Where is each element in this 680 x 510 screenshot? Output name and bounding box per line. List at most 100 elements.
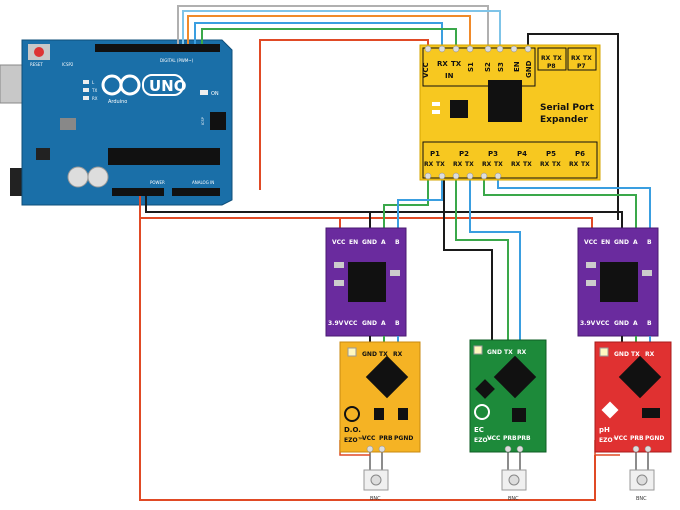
iso2-bottom-39v: 3.9V <box>580 320 596 327</box>
isolator-2: VCC EN GND A B 3.9V VCC GND A B <box>577 227 659 337</box>
port-p6-name: P6 <box>575 150 585 158</box>
port-p5-tx: TX <box>552 161 561 168</box>
regulator-chip <box>36 148 50 160</box>
hdr-p1-tx <box>438 172 446 180</box>
icsp2-label: ICSP2 <box>62 62 74 67</box>
smd-2 <box>432 110 440 114</box>
wire-vcc-expander <box>259 39 429 190</box>
ec-pin-rx: RX <box>517 349 527 356</box>
wire-s2 <box>177 5 489 47</box>
ph-diamond-icon <box>601 401 619 419</box>
ph-smd <box>642 408 660 418</box>
ec-pin-tx: TX <box>504 349 513 356</box>
on-led <box>200 90 208 95</box>
serial-port-expander: VCC RX TX S1 S2 S3 EN GND IN RX TX P8 RX… <box>419 44 601 181</box>
wire-tx <box>201 28 457 47</box>
wire-p2-tx <box>455 180 509 340</box>
port-p2-name: P2 <box>459 150 469 158</box>
isolator-2-chip <box>600 262 638 302</box>
iso2-pin-gnd: GND <box>614 239 629 246</box>
tx-led <box>83 88 89 92</box>
pin-rx: RX <box>437 60 448 68</box>
wire-gnd-expander <box>527 33 619 220</box>
port-p4-rx: RX <box>511 161 521 168</box>
port-p4-name: P4 <box>517 150 527 158</box>
isolator-1-chip <box>348 262 386 302</box>
sensor-ph-pcb <box>594 341 672 453</box>
port-p1-name: P1 <box>430 150 440 158</box>
ph-led <box>599 347 609 357</box>
iso2-smd-1 <box>586 262 596 268</box>
pin-s3: S3 <box>497 62 505 72</box>
p8-label: P8 <box>547 63 556 70</box>
sensor-do: GND TX RX VCC PRB PGND D.O. EZO™ <box>339 341 421 453</box>
pin-vcc: VCC <box>422 62 430 78</box>
ph-pin-tx: TX <box>631 351 640 358</box>
uno-badge <box>142 74 184 96</box>
ph-brand: EZO™ <box>599 437 619 444</box>
port-p3-rx: RX <box>482 161 492 168</box>
icsp-label: ICSP <box>201 117 205 125</box>
port-p5-name: P5 <box>546 150 556 158</box>
in-label: IN <box>445 72 454 80</box>
iso1-bottom-gnd: GND <box>362 320 377 327</box>
p8-rx: RX <box>541 55 551 62</box>
hdr-p1-rx <box>424 172 432 180</box>
iso1-smd-3 <box>390 270 400 276</box>
iso1-pin-b: B <box>395 239 400 246</box>
iso-sensor-wires <box>369 336 651 342</box>
bnc-1-label: BNC <box>370 496 381 502</box>
do-pin-rx: RX <box>393 351 403 358</box>
ec-pin-vcc: VCC <box>487 435 501 442</box>
ph-hdr-prb <box>632 445 640 453</box>
iso1-smd-1 <box>334 262 344 268</box>
reset-label: RESET <box>30 62 43 67</box>
ec-led <box>473 345 483 355</box>
hdr-s2 <box>484 45 492 53</box>
ec-brand: EZO™ <box>474 437 494 444</box>
port-p6-rx: RX <box>569 161 579 168</box>
port-p6-tx: TX <box>581 161 590 168</box>
wire-p1-rx <box>397 180 443 228</box>
iso2-pin-vcc: VCC <box>584 239 598 246</box>
iso1-bottom-39v: 3.9V <box>328 320 344 327</box>
do-pin-prb: PRB <box>379 435 393 442</box>
expander-bottom-box <box>422 141 598 179</box>
p8-tx: TX <box>553 55 562 62</box>
ec-chip-small <box>475 379 495 399</box>
arduino-brand: Arduino <box>108 99 127 105</box>
capacitor-2 <box>87 166 109 188</box>
wire-gnd-ec <box>443 180 493 340</box>
ec-hdr-prb1 <box>504 445 512 453</box>
isolator-1: VCC EN GND A B 3.9V VCC GND A B <box>325 227 407 337</box>
wire-p3-rx <box>497 180 651 228</box>
do-pin-tx: TX <box>379 351 388 358</box>
p8-box <box>537 47 567 71</box>
do-brand: EZO™ <box>344 437 364 444</box>
iso1-bottom-a: A <box>381 320 386 327</box>
port-p2-tx: TX <box>465 161 474 168</box>
iso2-pin-b: B <box>647 239 652 246</box>
wire-p1-tx <box>383 180 429 228</box>
digital-label: DIGITAL (PWM~) <box>160 58 194 63</box>
do-flower-icon <box>344 406 360 422</box>
p7-label: P7 <box>577 63 586 70</box>
do-hdr-pgnd <box>378 445 386 453</box>
bnc-2-label: BNC <box>508 496 519 502</box>
wire-p3-tx <box>483 180 637 228</box>
ec-smd <box>512 408 526 422</box>
iso2-bottom-b: B <box>647 320 652 327</box>
iso2-pin-en: EN <box>601 239 610 246</box>
iso2-bottom-a: A <box>633 320 638 327</box>
sensor-ec: GND TX RX VCC PRB PRB EC EZO™ <box>469 339 547 453</box>
iso1-pin-vcc: VCC <box>332 239 346 246</box>
pin-en: EN <box>513 61 521 72</box>
ph-pin-vcc: VCC <box>614 435 628 442</box>
ec-pin-prb1: PRB <box>503 435 517 442</box>
reset-button[interactable] <box>34 47 44 57</box>
analog-label: ANALOG IN <box>192 180 214 185</box>
sensor-pins <box>366 445 652 453</box>
ec-flower-icon <box>474 404 490 420</box>
wire-5v-main <box>139 196 596 501</box>
